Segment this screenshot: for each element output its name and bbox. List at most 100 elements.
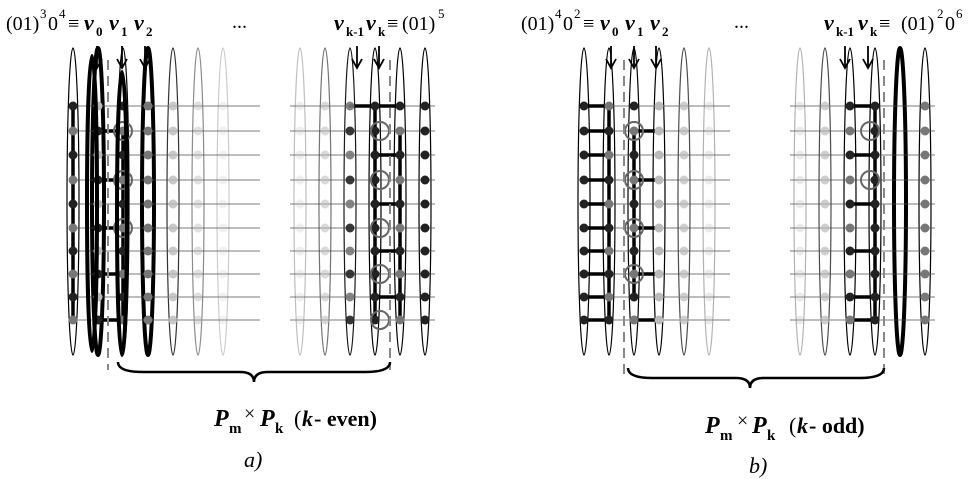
grid-node bbox=[604, 199, 614, 209]
grid-node bbox=[320, 269, 330, 279]
grid-node bbox=[345, 175, 355, 185]
panel-b-v1: v bbox=[625, 10, 635, 35]
grid-node bbox=[654, 223, 664, 233]
grid-node bbox=[168, 269, 178, 279]
grid-node bbox=[193, 199, 203, 209]
grid-node bbox=[295, 269, 305, 279]
grid-node bbox=[795, 199, 805, 209]
grid-node bbox=[420, 315, 430, 325]
grid-node bbox=[845, 292, 855, 302]
panel-a-v1: v bbox=[109, 10, 119, 35]
panel-b-right-exp1: 2 bbox=[937, 6, 944, 21]
grid-node bbox=[68, 315, 78, 325]
grid-node bbox=[845, 126, 855, 136]
arrow-head bbox=[862, 58, 874, 70]
column-ellipse bbox=[140, 46, 156, 357]
grid-node bbox=[654, 315, 664, 325]
grid-node bbox=[654, 199, 664, 209]
grid-node bbox=[420, 292, 430, 302]
grid-node bbox=[820, 101, 830, 111]
grid-node bbox=[629, 199, 639, 209]
bold-column-v1 bbox=[115, 70, 129, 357]
grid-node bbox=[143, 292, 153, 302]
column-ellipse bbox=[318, 47, 332, 356]
panel-b-top-labels: (01) 4 0 2 ≡ v 0 v 1 v 2 ... v k-1 v k ≡… bbox=[521, 6, 963, 39]
panel-b-v0-sub: 0 bbox=[612, 24, 619, 39]
grid-node bbox=[370, 126, 380, 136]
grid-node bbox=[629, 150, 639, 160]
grid-node bbox=[920, 315, 930, 325]
column-ellipse bbox=[293, 47, 307, 356]
grid-node bbox=[704, 315, 714, 325]
grid-node bbox=[218, 126, 228, 136]
column-ellipse bbox=[677, 47, 691, 356]
panel-b-v2-sub: 2 bbox=[662, 24, 669, 39]
grid-node bbox=[870, 269, 880, 279]
panel-a-letter: a) bbox=[244, 447, 262, 472]
column-ellipse bbox=[868, 47, 882, 356]
arrow-head bbox=[116, 58, 128, 70]
arrow-head bbox=[373, 58, 385, 70]
grid-node bbox=[295, 126, 305, 136]
grid-node bbox=[295, 223, 305, 233]
column-ellipse bbox=[843, 47, 857, 356]
grid-node bbox=[68, 199, 78, 209]
grid-node bbox=[395, 101, 405, 111]
grid-node bbox=[870, 315, 880, 325]
grid-node bbox=[68, 101, 78, 111]
grid-node bbox=[193, 269, 203, 279]
grid-node bbox=[193, 246, 203, 256]
grid-node bbox=[845, 101, 855, 111]
grid-node bbox=[920, 150, 930, 160]
grid-node bbox=[295, 175, 305, 185]
panel-a-caption-k: k bbox=[275, 421, 284, 437]
grid-node bbox=[604, 150, 614, 160]
curly-brace bbox=[626, 367, 886, 389]
grid-node bbox=[218, 150, 228, 160]
panel-b-left-mid: 0 bbox=[563, 13, 573, 35]
panel-b-v0: v bbox=[600, 10, 610, 35]
grid-node bbox=[845, 269, 855, 279]
column-ellipse bbox=[66, 47, 80, 356]
column-ellipse bbox=[577, 47, 591, 356]
grid-node bbox=[370, 292, 380, 302]
grid-node bbox=[143, 101, 153, 111]
grid-node bbox=[870, 150, 880, 160]
grid-node bbox=[704, 175, 714, 185]
grid-node bbox=[579, 199, 589, 209]
grid-node bbox=[920, 101, 930, 111]
panel-a-ellipsis: ... bbox=[232, 11, 247, 33]
grid-node bbox=[218, 246, 228, 256]
panel-a-equiv: ≡ bbox=[68, 13, 79, 35]
panel-b-right-mid: 0 bbox=[945, 13, 955, 35]
grid-node bbox=[395, 246, 405, 256]
grid-node bbox=[295, 101, 305, 111]
grid-node bbox=[345, 150, 355, 160]
grid-node bbox=[679, 246, 689, 256]
grid-node bbox=[795, 246, 805, 256]
grid-node bbox=[679, 175, 689, 185]
grid-node bbox=[68, 126, 78, 136]
grid-node bbox=[320, 175, 330, 185]
grid-node bbox=[218, 223, 228, 233]
grid-node bbox=[68, 269, 78, 279]
panel-a-vk1: v bbox=[334, 10, 344, 35]
panel-b-vk: v bbox=[858, 10, 868, 35]
column-ellipse bbox=[368, 47, 382, 356]
column-ellipse bbox=[818, 47, 832, 356]
grid-node bbox=[295, 292, 305, 302]
grid-node bbox=[420, 150, 430, 160]
grid-node bbox=[168, 246, 178, 256]
panel-a-v0: v bbox=[84, 10, 94, 35]
grid-node bbox=[654, 175, 664, 185]
grid-node bbox=[704, 292, 714, 302]
grid-node bbox=[920, 269, 930, 279]
grid-node bbox=[320, 246, 330, 256]
arrow-head bbox=[351, 58, 363, 70]
ring-marker bbox=[860, 170, 880, 190]
grid-node bbox=[320, 223, 330, 233]
grid-node bbox=[920, 126, 930, 136]
grid-node bbox=[704, 223, 714, 233]
grid-node bbox=[820, 269, 830, 279]
panel-a-caption-open: ( bbox=[294, 406, 301, 431]
